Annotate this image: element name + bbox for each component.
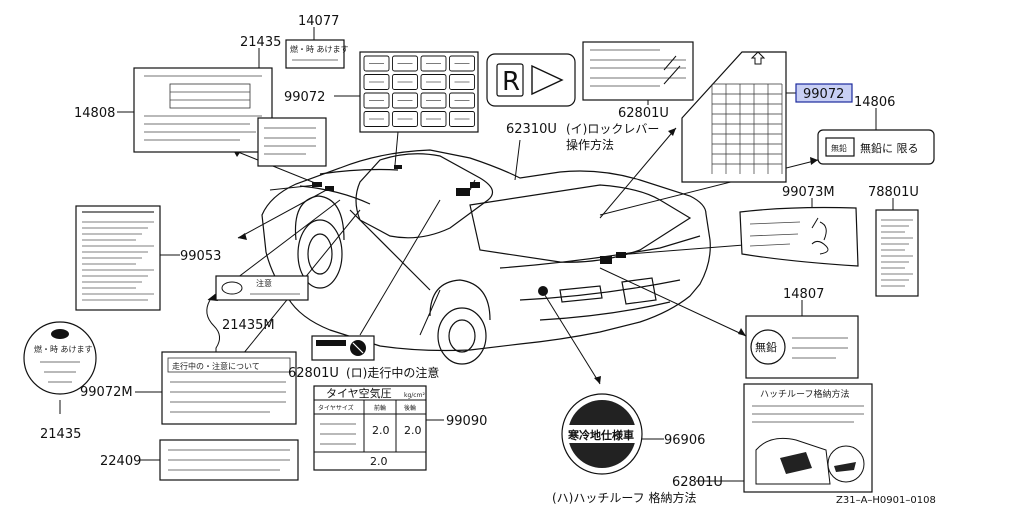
part-number-14808: 14808 — [74, 106, 115, 121]
label-14807: 無鉛 — [745, 315, 859, 379]
label-14808 — [133, 67, 273, 153]
cold-region-car: 寒冷地仕様車 — [567, 428, 634, 442]
grid-cell — [392, 111, 418, 127]
label-14806: 無鉛 無鉛に 限る — [817, 129, 935, 165]
tire-front-header: 前輪 — [374, 404, 386, 412]
part-number-21435-top: 21435 — [240, 35, 281, 50]
fuel-ignition-small-text: 燃・時 あけます — [290, 44, 349, 54]
label-99072-grid — [359, 51, 479, 133]
part-number-62801U-mid: 62801U — [288, 366, 339, 381]
label-22409 — [159, 439, 299, 481]
part-number-78801U: 78801U — [868, 185, 919, 200]
unleaded-circle: 無鉛 — [755, 340, 777, 354]
highlight-99072[interactable] — [795, 83, 853, 103]
part-number-99090: 99090 — [446, 414, 487, 429]
caption-lock-lever-2: 操作方法 — [566, 137, 614, 152]
grid-cell — [420, 111, 447, 127]
grid-cell — [449, 92, 475, 109]
tire-spare-value: 2.0 — [370, 455, 388, 468]
label-21435-top — [257, 117, 327, 167]
caption-driving-caution: (ロ)走行中の注意 — [346, 365, 439, 380]
grid-cell — [363, 92, 390, 109]
part-number-62801U-bottom: 62801U — [672, 475, 723, 490]
label-99073M — [739, 206, 859, 267]
caution-short: 注意 — [256, 278, 272, 288]
label-62310U: R — [486, 53, 576, 107]
r-symbol: R — [502, 67, 520, 97]
part-number-14806: 14806 — [854, 95, 895, 110]
part-number-21435M: 21435M — [222, 318, 275, 333]
part-number-99072-top: 99072 — [284, 90, 325, 105]
label-96906: 寒冷地仕様車 — [561, 393, 643, 475]
unleaded-only: 無鉛に 限る — [860, 141, 919, 155]
label-62801U-mid — [311, 335, 375, 361]
part-number-62801U-top: 62801U — [618, 106, 669, 121]
label-99072M: 走行中の・注意について — [161, 351, 297, 425]
part-number-99072-highlight[interactable]: 99072 — [803, 87, 844, 102]
grid-cell — [392, 55, 418, 72]
part-number-96906: 96906 — [664, 433, 705, 448]
tire-size-header: タイヤサイズ — [318, 404, 354, 412]
tire-front-value: 2.0 — [372, 424, 390, 437]
label-62801U-bottom: ハッチルーフ格納方法 — [743, 383, 873, 493]
grid-cell — [363, 55, 390, 72]
tire-rear-header: 後輪 — [404, 404, 416, 412]
grid-cell — [449, 74, 475, 90]
car-outline — [261, 149, 711, 365]
unleaded-badge: 無鉛 — [831, 143, 847, 153]
grid-cell — [449, 55, 475, 72]
grid-cell — [363, 111, 390, 127]
part-number-99073M: 99073M — [782, 185, 835, 200]
label-99072-triangle — [681, 51, 787, 183]
label-21435M: 注意 — [206, 275, 309, 360]
tire-unit: kg/cm² — [404, 392, 425, 399]
caption-lock-lever-1: (イ)ロックレバー — [566, 122, 659, 136]
fuel-ignition-circle-text: 燃・時 あけます — [34, 344, 93, 354]
drawing-code: Z31–A–H0901–0108 — [836, 495, 936, 506]
label-78801U — [875, 209, 919, 297]
part-number-62310U: 62310U — [506, 122, 557, 137]
grid-cell — [420, 74, 447, 90]
caption-hatch-roof: (ハ)ハッチルーフ 格納方法 — [552, 490, 696, 505]
grid-cell — [363, 74, 390, 90]
grid-cell — [392, 92, 418, 109]
hatch-roof-title: ハッチルーフ格納方法 — [760, 388, 849, 400]
driving-caution-title: 走行中の・注意について — [172, 361, 260, 371]
grid-cell — [420, 92, 447, 109]
grid-cell — [449, 111, 475, 127]
grid-cell — [392, 74, 418, 90]
tire-rear-value: 2.0 — [404, 424, 422, 437]
label-21435-circle: 燃・時 あけます — [23, 321, 97, 395]
part-number-14807: 14807 — [783, 287, 824, 302]
part-number-99072M: 99072M — [80, 385, 133, 400]
grid-cell — [420, 55, 447, 72]
label-99053 — [75, 205, 161, 311]
label-14077: 燃・時 あけます — [285, 39, 349, 69]
part-number-14077: 14077 — [298, 14, 339, 29]
label-99090: タイヤ空気圧 kg/cm² タイヤサイズ 前輪 後輪 2.0 2.0 2.0 — [313, 385, 427, 471]
tire-title: タイヤ空気圧 — [326, 386, 392, 400]
part-number-22409: 22409 — [100, 454, 141, 469]
part-number-99053: 99053 — [180, 249, 221, 264]
part-number-21435-bottom: 21435 — [40, 427, 81, 442]
label-62801U-top — [582, 41, 694, 101]
